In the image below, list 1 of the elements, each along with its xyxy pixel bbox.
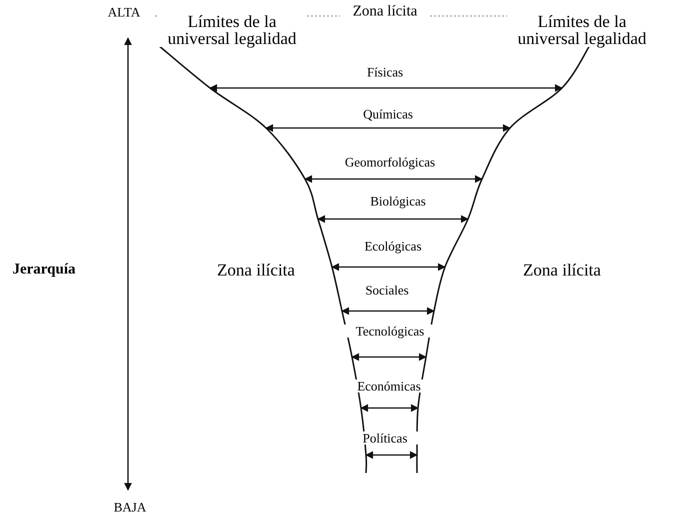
- text-label: Límites de la universal legalidad: [157, 13, 307, 47]
